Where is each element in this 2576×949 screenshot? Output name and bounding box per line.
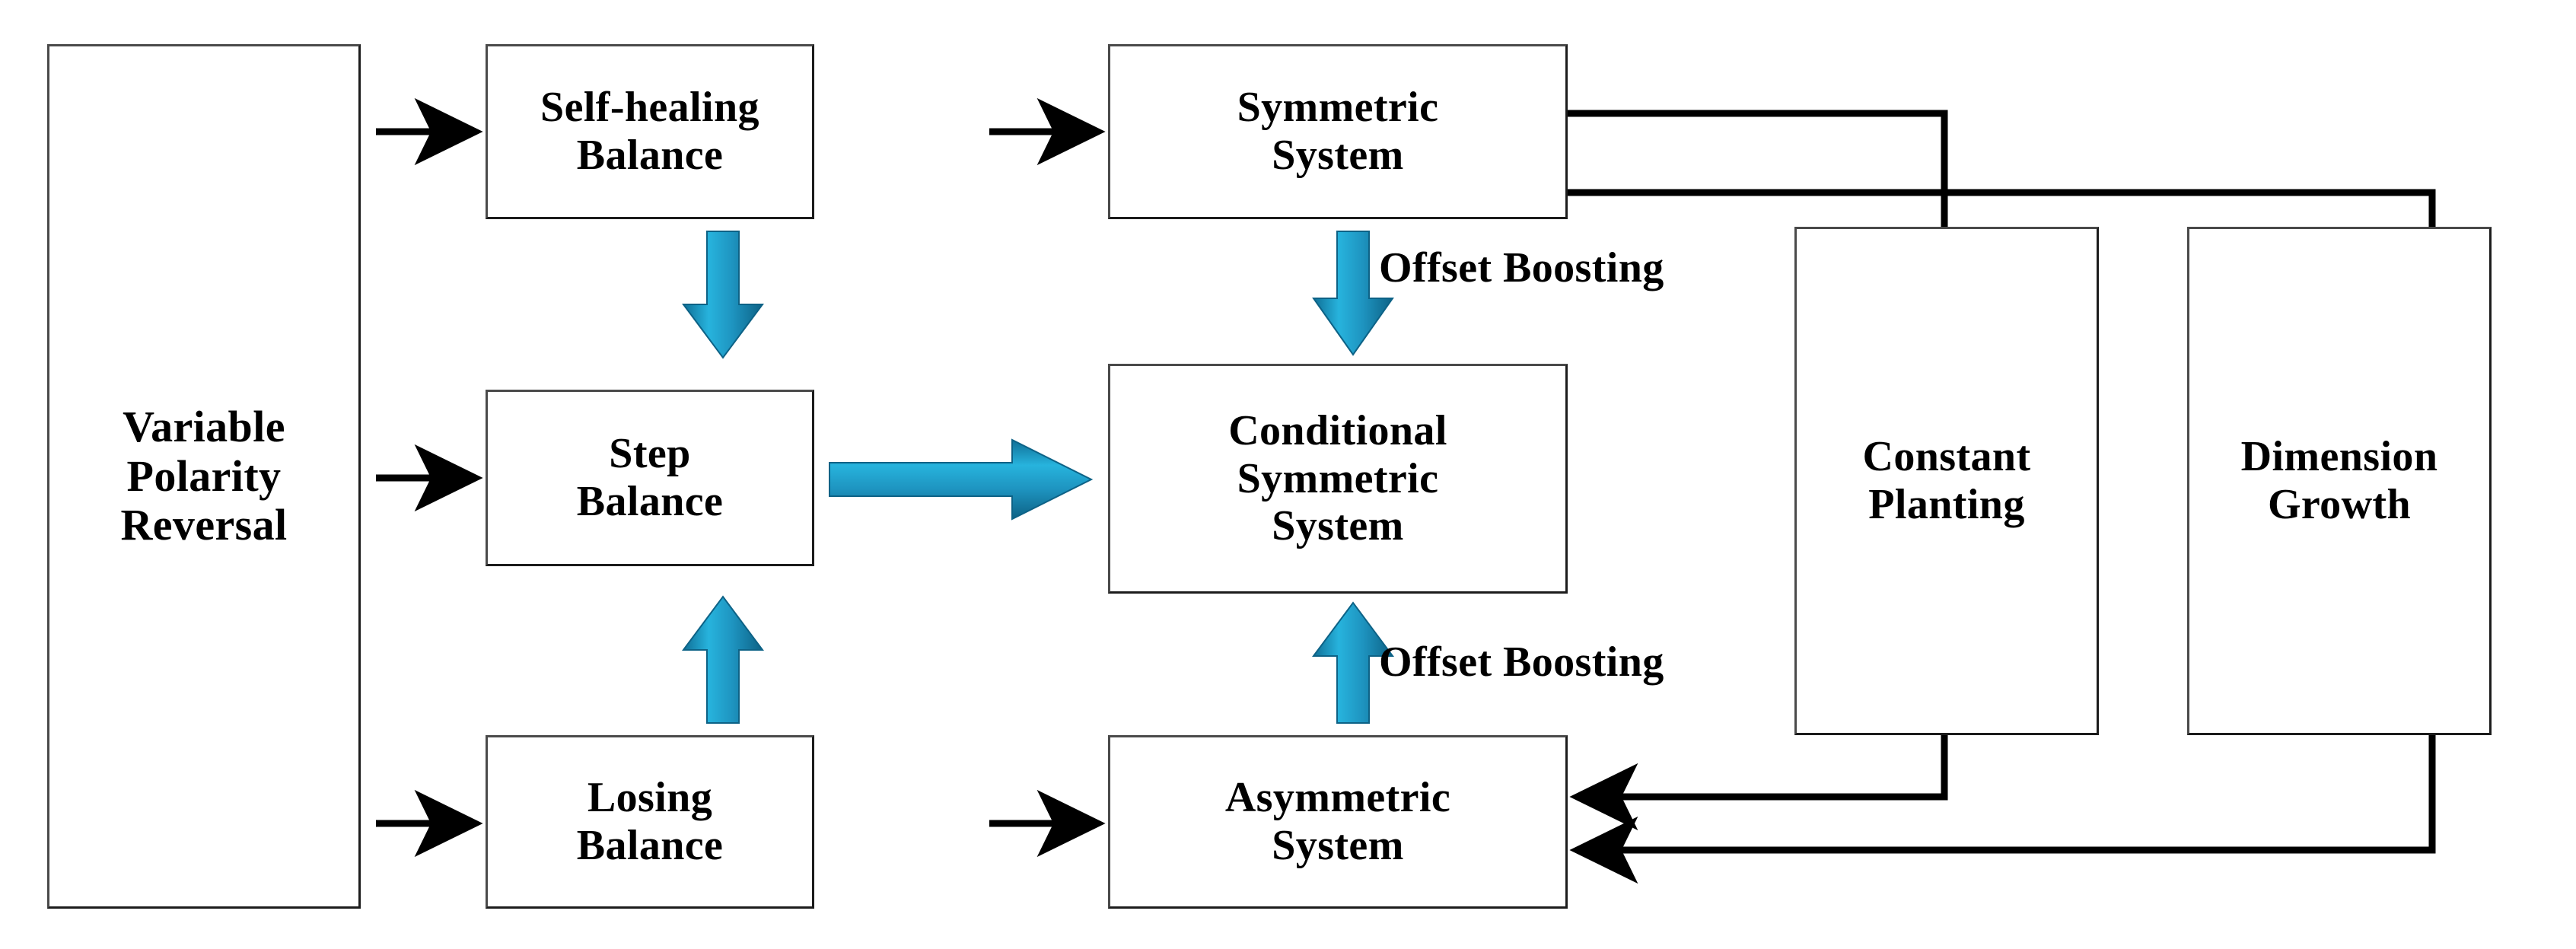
blue-arrow-step-to-conditional bbox=[829, 438, 1094, 521]
blue-arrow-losing-to-step bbox=[682, 595, 764, 724]
blue-arrow-self-healing-to-step bbox=[682, 231, 764, 359]
label-offset-boosting-top: Offset Boosting bbox=[1379, 244, 1664, 291]
label-offset-boosting-bottom: Offset Boosting bbox=[1379, 639, 1664, 686]
